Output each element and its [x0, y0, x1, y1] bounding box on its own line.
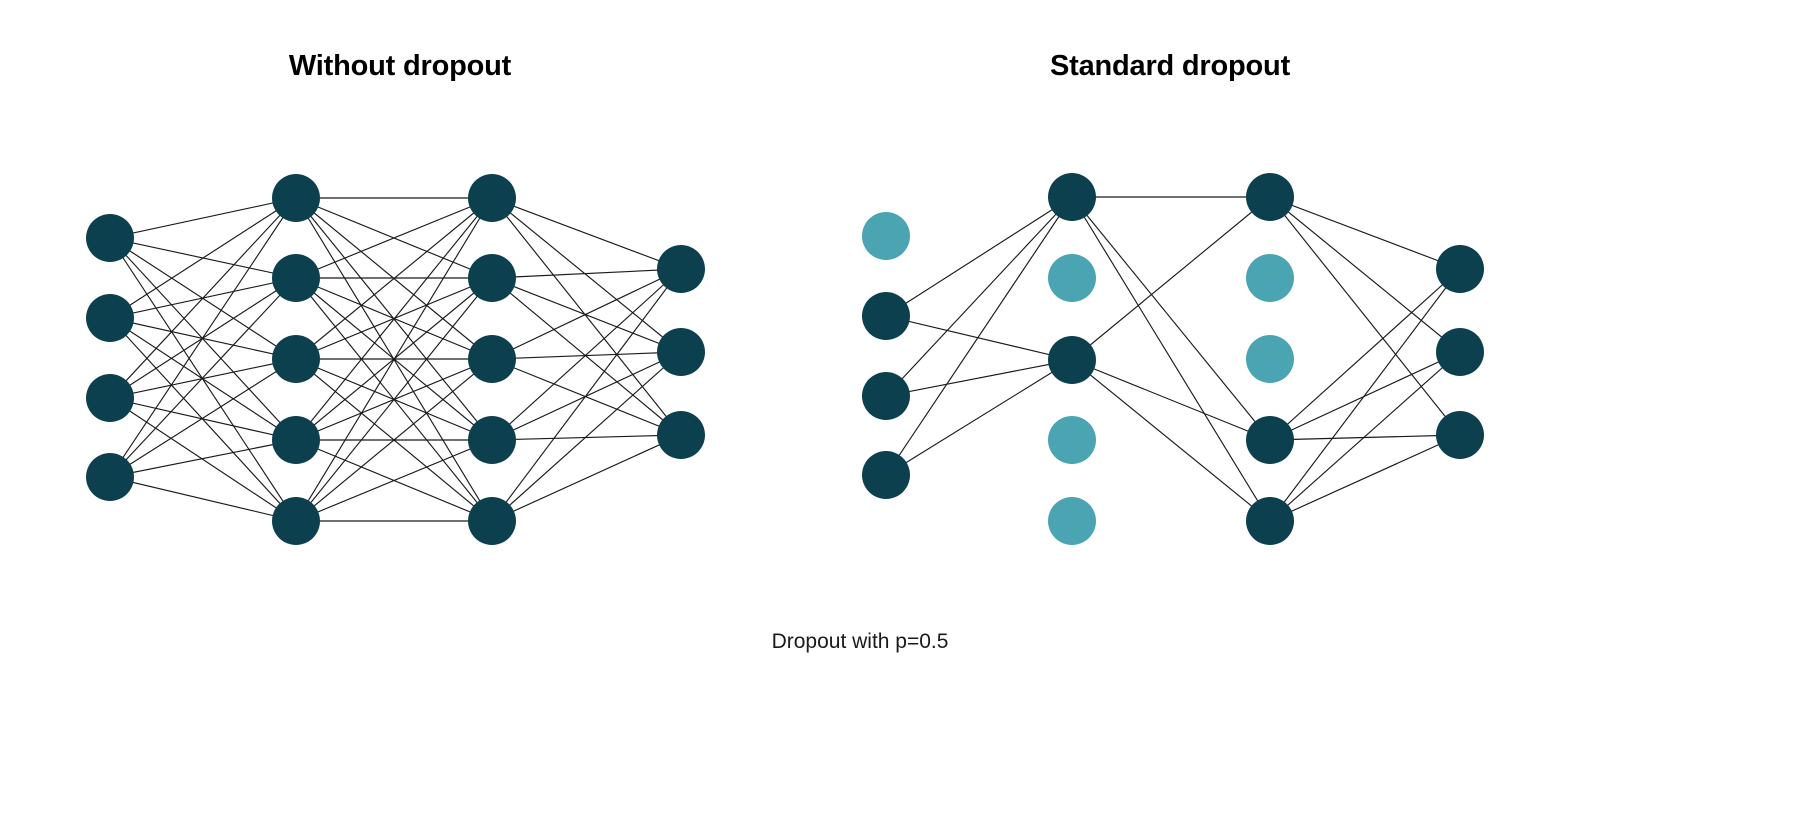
edge-without-dropout — [109, 476, 297, 522]
node-without-dropout-input-4-active — [86, 453, 134, 501]
edge-standard-dropout — [1269, 434, 1461, 441]
node-standard-dropout-hidden-1-4-dropped — [1048, 416, 1096, 464]
edge-standard-dropout — [885, 196, 1073, 476]
edge-without-dropout — [109, 358, 297, 399]
edge-without-dropout — [109, 439, 297, 478]
edge-without-dropout — [109, 197, 297, 319]
edge-without-dropout — [295, 197, 493, 279]
node-without-dropout-hidden-2-4-active — [468, 416, 516, 464]
edge-without-dropout — [491, 277, 682, 436]
edge-without-dropout — [109, 397, 297, 441]
edge-without-dropout — [491, 434, 682, 522]
edge-standard-dropout — [1269, 196, 1461, 270]
node-standard-dropout-hidden-2-4-active — [1246, 416, 1294, 464]
node-without-dropout-hidden-1-2-active — [272, 254, 320, 302]
node-standard-dropout-output-3-active — [1436, 411, 1484, 459]
edge-without-dropout — [491, 268, 682, 441]
edge-without-dropout — [295, 197, 493, 360]
edge-standard-dropout — [1269, 351, 1461, 522]
edge-without-dropout — [491, 268, 682, 360]
figure-caption: Dropout with p=0.5 — [771, 630, 949, 653]
node-standard-dropout-input-2-active — [862, 292, 910, 340]
node-without-dropout-hidden-1-3-active — [272, 335, 320, 383]
edge-without-dropout — [491, 358, 682, 436]
edge-standard-dropout — [1269, 434, 1461, 522]
edge-standard-dropout — [1071, 196, 1271, 441]
node-without-dropout-hidden-2-5-active — [468, 497, 516, 545]
edge-without-dropout — [491, 197, 682, 353]
edge-without-dropout — [491, 268, 682, 279]
edge-standard-dropout — [885, 196, 1073, 397]
edge-without-dropout — [295, 197, 493, 441]
edge-without-dropout — [491, 351, 682, 441]
node-without-dropout-hidden-1-5-active — [272, 497, 320, 545]
node-standard-dropout-hidden-1-1-active — [1048, 173, 1096, 221]
edge-standard-dropout — [885, 196, 1073, 317]
node-standard-dropout-input-3-active — [862, 372, 910, 420]
node-without-dropout-hidden-1-1-active — [272, 174, 320, 222]
node-standard-dropout-hidden-2-2-dropped — [1246, 254, 1294, 302]
node-without-dropout-hidden-2-3-active — [468, 335, 516, 383]
node-without-dropout-output-1-active — [657, 245, 705, 293]
edge-without-dropout — [109, 277, 297, 478]
edge-without-dropout — [491, 434, 682, 441]
panel-title-without-dropout: Without dropout — [288, 50, 512, 82]
node-standard-dropout-hidden-1-2-dropped — [1048, 254, 1096, 302]
node-without-dropout-hidden-2-2-active — [468, 254, 516, 302]
edge-standard-dropout — [1269, 268, 1461, 441]
edge-without-dropout — [491, 197, 682, 270]
edge-without-dropout — [491, 268, 682, 522]
edge-without-dropout — [109, 197, 297, 399]
edge-without-dropout — [109, 197, 297, 478]
edge-without-dropout — [295, 277, 493, 522]
edge-standard-dropout — [1269, 351, 1461, 441]
edge-standard-dropout — [1269, 196, 1461, 436]
edge-standard-dropout — [885, 359, 1073, 476]
edges-layer — [109, 196, 1461, 522]
edge-without-dropout — [109, 358, 297, 478]
node-without-dropout-input-3-active — [86, 374, 134, 422]
node-without-dropout-hidden-2-1-active — [468, 174, 516, 222]
node-standard-dropout-hidden-2-3-dropped — [1246, 335, 1294, 383]
nodes-layer — [86, 173, 1484, 545]
node-standard-dropout-output-2-active — [1436, 328, 1484, 376]
node-standard-dropout-hidden-1-5-dropped — [1048, 497, 1096, 545]
node-without-dropout-output-3-active — [657, 411, 705, 459]
edge-standard-dropout — [885, 359, 1073, 397]
edge-without-dropout — [491, 351, 682, 522]
edge-without-dropout — [491, 277, 682, 353]
node-standard-dropout-hidden-1-3-active — [1048, 336, 1096, 384]
edge-without-dropout — [491, 351, 682, 360]
node-without-dropout-hidden-1-4-active — [272, 416, 320, 464]
edge-standard-dropout — [1071, 359, 1271, 522]
node-without-dropout-input-1-active — [86, 214, 134, 262]
edge-standard-dropout — [1071, 196, 1271, 361]
node-without-dropout-output-2-active — [657, 328, 705, 376]
node-standard-dropout-hidden-2-5-active — [1246, 497, 1294, 545]
edge-without-dropout — [295, 439, 493, 522]
panel-title-standard-dropout: Standard dropout — [1049, 50, 1291, 82]
edge-without-dropout — [295, 197, 493, 522]
edge-standard-dropout — [1269, 268, 1461, 522]
node-standard-dropout-output-1-active — [1436, 245, 1484, 293]
node-standard-dropout-input-4-active — [862, 451, 910, 499]
node-without-dropout-input-2-active — [86, 294, 134, 342]
edge-without-dropout — [295, 358, 493, 522]
edge-without-dropout — [109, 197, 297, 239]
node-standard-dropout-input-1-dropped — [862, 212, 910, 260]
edge-without-dropout — [109, 397, 297, 522]
edge-standard-dropout — [1071, 359, 1271, 441]
edge-standard-dropout — [885, 315, 1073, 361]
edge-without-dropout — [491, 197, 682, 436]
node-standard-dropout-hidden-2-1-active — [1246, 173, 1294, 221]
edge-standard-dropout — [1269, 196, 1461, 353]
edge-standard-dropout — [1071, 196, 1271, 522]
